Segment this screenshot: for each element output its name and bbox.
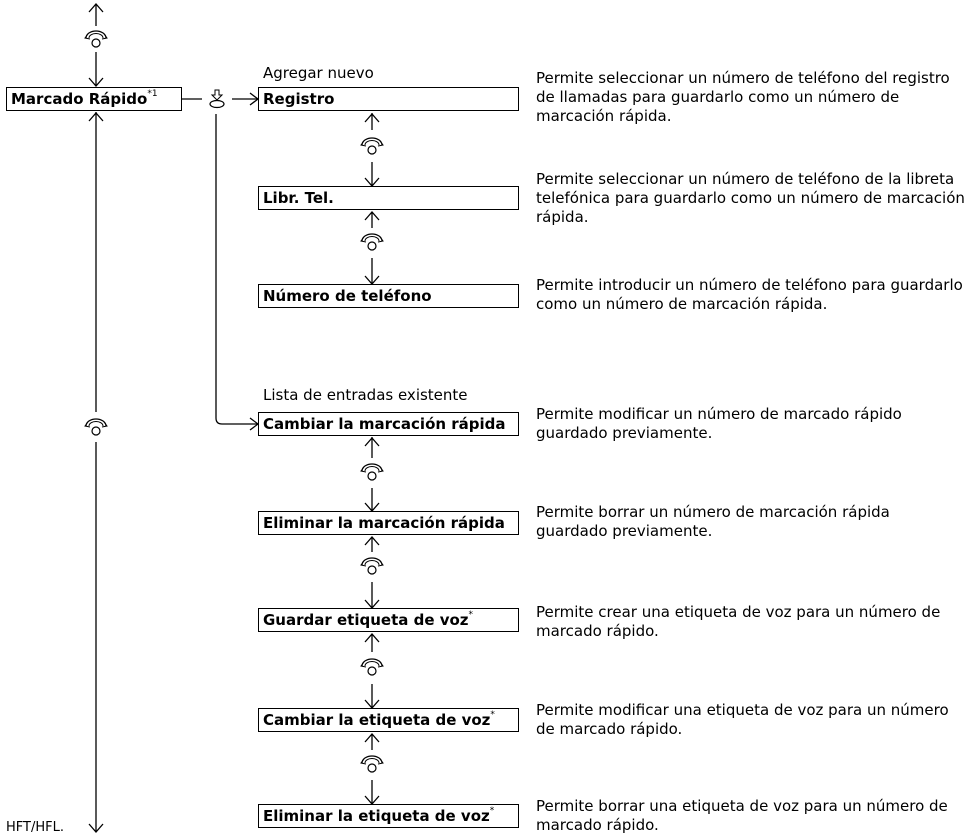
rotate-knob-icon: [84, 30, 108, 48]
add-item-phone-number: Número de teléfono: [258, 284, 519, 308]
item-label: Número de teléfono: [263, 287, 432, 305]
item-description: Permite modificar una etiqueta de voz pa…: [536, 701, 949, 738]
add-item-phonebook: Libr. Tel.: [258, 186, 519, 210]
rotate-knob-icon: [360, 137, 384, 155]
rotate-knob-icon: [360, 755, 384, 773]
existing-list-heading: Lista de entradas existente: [263, 386, 468, 404]
rotate-knob-icon: [84, 418, 108, 436]
item-description: Permite borrar una etiqueta de voz para …: [536, 797, 948, 834]
existing-item-save-voice-tag: Guardar etiqueta de voz*: [258, 608, 519, 632]
existing-item-change-voice-tag: Cambiar la etiqueta de voz*: [258, 708, 519, 732]
rotate-knob-icon: [360, 658, 384, 676]
item-label: Guardar etiqueta de voz: [263, 611, 469, 629]
root-footnote: *1: [147, 89, 158, 99]
add-new-heading: Agregar nuevo: [263, 64, 374, 82]
footer-model-note: HFT/HFL.: [6, 820, 64, 835]
item-footnote: *: [490, 710, 495, 720]
item-description: Permite seleccionar un número de teléfon…: [536, 69, 950, 125]
item-footnote: *: [489, 806, 495, 816]
item-label: Cambiar la marcación rápida: [263, 415, 506, 433]
root-label: Marcado Rápido: [11, 90, 148, 108]
item-description: Permite crear una etiqueta de voz para u…: [536, 603, 941, 640]
rotate-knob-icon: [360, 233, 384, 251]
rotate-knob-icon: [360, 463, 384, 481]
existing-item-change-speed-dial: Cambiar la marcación rápida: [258, 412, 519, 436]
item-description: Permite introducir un número de teléfono…: [536, 276, 963, 313]
item-description: Permite modificar un número de marcado r…: [536, 405, 902, 442]
item-description: Permite borrar un número de marcación rá…: [536, 503, 890, 540]
existing-item-delete-voice-tag: Eliminar la etiqueta de voz*: [258, 804, 519, 828]
rotate-knob-icon: [360, 557, 384, 575]
item-footnote: *: [468, 610, 474, 620]
press-knob-icon: [209, 89, 225, 109]
item-label: Registro: [263, 90, 335, 108]
item-label: Cambiar la etiqueta de voz: [263, 711, 491, 729]
item-label: Libr. Tel.: [263, 189, 334, 207]
item-description: Permite seleccionar un número de teléfon…: [536, 170, 965, 226]
item-label: Eliminar la etiqueta de voz: [263, 807, 490, 825]
item-label: Eliminar la marcación rápida: [263, 514, 505, 532]
existing-item-delete-speed-dial: Eliminar la marcación rápida: [258, 511, 519, 535]
add-item-registro: Registro: [258, 87, 519, 111]
root-menu-box: Marcado Rápido*1: [6, 87, 182, 111]
